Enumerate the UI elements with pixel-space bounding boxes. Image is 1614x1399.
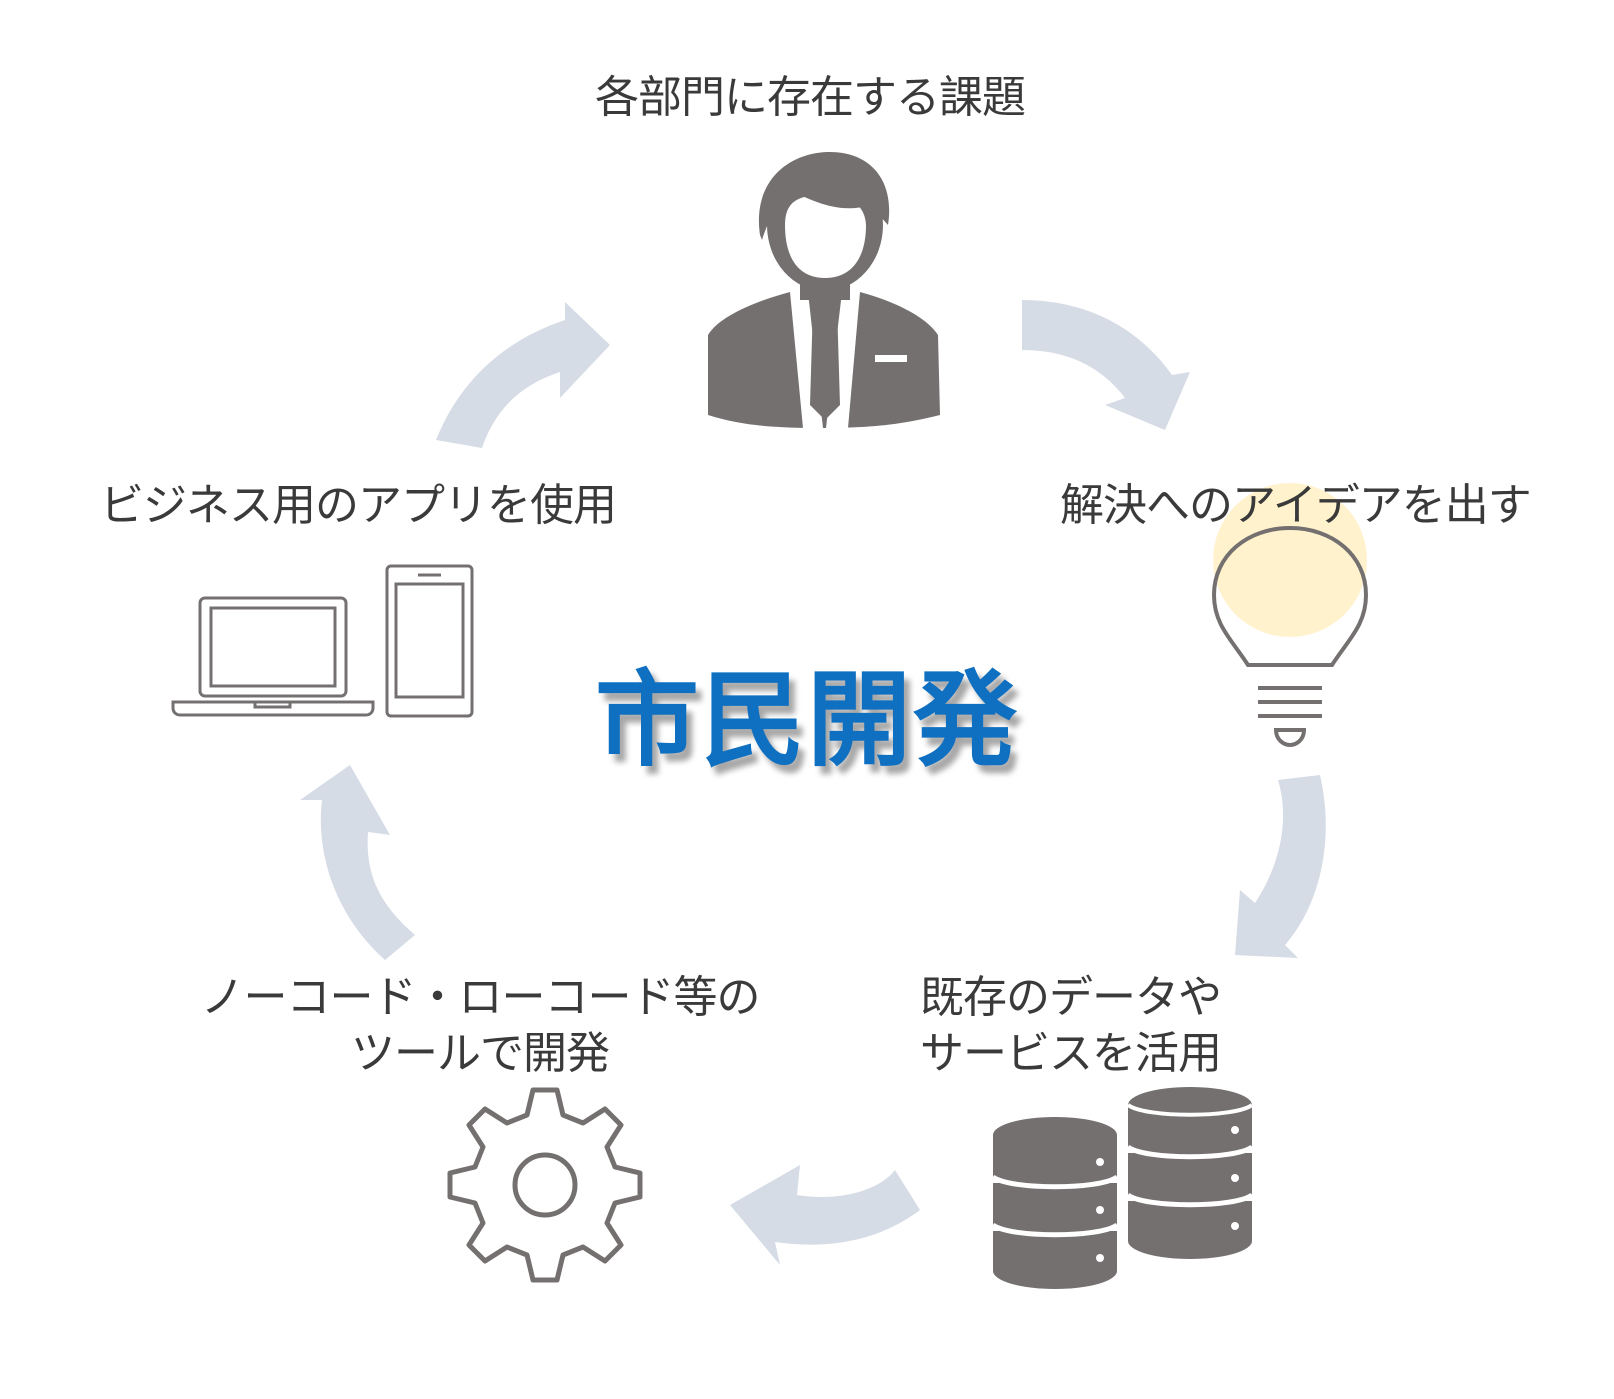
step-label-issues: 各部門に存在する課題 xyxy=(595,72,1026,123)
step-label-develop-line2: ツールで開発 xyxy=(351,1028,610,1079)
step-label-develop: ノーコード・ローコード等の ツールで開発 xyxy=(190,970,770,1082)
businessman-icon xyxy=(708,152,940,428)
arrow-issues-to-ideas xyxy=(1022,300,1190,430)
cycle-arrows xyxy=(300,300,1326,1265)
step-label-data: 既存のデータや サービスを活用 xyxy=(920,970,1280,1082)
step-label-use: ビジネス用のアプリを使用 xyxy=(100,480,617,531)
center-title: 市民開発 xyxy=(594,659,1019,781)
lightbulb-icon xyxy=(1211,483,1369,748)
arrow-data-to-develop xyxy=(730,1165,920,1265)
step-label-ideas: 解決へのアイデアを出す xyxy=(1060,480,1532,531)
arrow-develop-to-use xyxy=(300,765,415,960)
laptop-tablet-icon xyxy=(171,564,474,718)
step-label-data-line2: サービスを活用 xyxy=(920,1028,1222,1079)
step-label-develop-line1: ノーコード・ローコード等の xyxy=(200,972,761,1023)
arrow-use-to-issues xyxy=(436,302,610,448)
arrow-ideas-to-data xyxy=(1235,775,1326,958)
gear-icon xyxy=(447,1087,643,1283)
database-icon xyxy=(991,1087,1254,1289)
step-label-data-line1: 既存のデータや xyxy=(920,972,1222,1023)
